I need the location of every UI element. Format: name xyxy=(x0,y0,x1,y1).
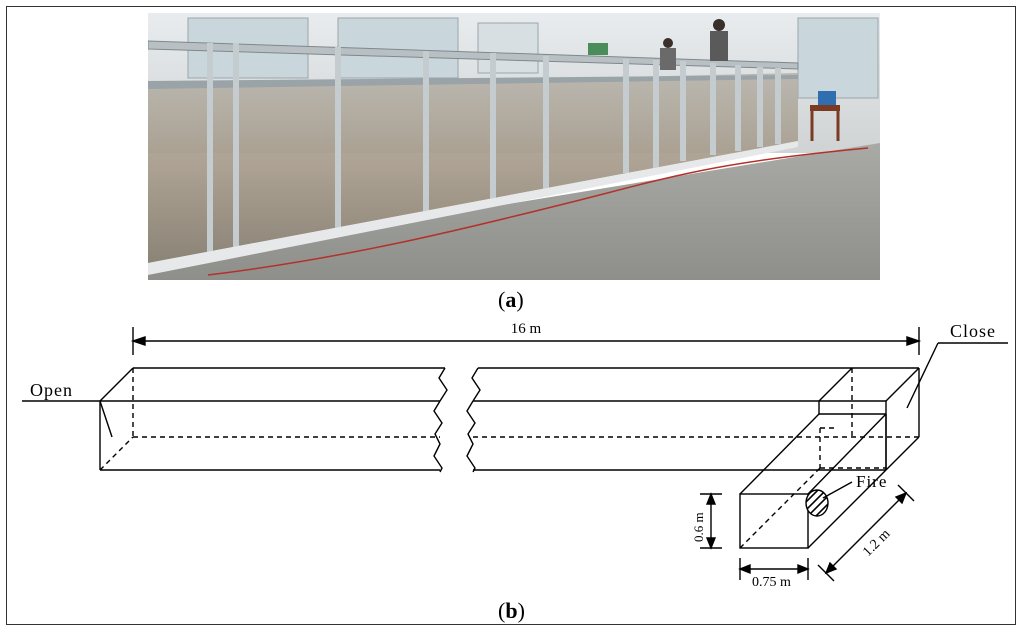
person xyxy=(660,38,676,70)
person xyxy=(710,19,728,61)
fire-chamber xyxy=(739,413,887,549)
close-label: Close xyxy=(950,321,996,341)
window xyxy=(477,22,539,74)
open-leader-pointer xyxy=(99,400,113,438)
open-label: Open xyxy=(30,380,73,400)
panel-a-caption: (a) xyxy=(498,287,524,312)
panel-b-letter: b xyxy=(505,598,518,623)
tunnel-right-segment xyxy=(466,367,920,473)
bottom-seal xyxy=(148,141,798,275)
fire-label: Fire xyxy=(856,472,887,491)
upper-frame xyxy=(148,75,798,89)
fire-source xyxy=(805,489,829,517)
panel-a-letter: a xyxy=(505,287,517,312)
frame-posts xyxy=(207,43,781,253)
floor xyxy=(148,143,880,280)
width-label: 0.75 m xyxy=(752,575,791,590)
arrow-left xyxy=(130,336,146,346)
panel-b-caption: (b) xyxy=(498,598,525,623)
tunnel-left-segment xyxy=(99,367,448,473)
tunnel-photo-illustration xyxy=(148,13,880,280)
close-leader-pointer xyxy=(906,342,939,409)
depth-dimension-line xyxy=(825,492,907,574)
laptop-table xyxy=(810,91,840,141)
top-rail xyxy=(148,40,799,70)
arrow-right xyxy=(906,336,922,346)
height-label: 0.6 m xyxy=(691,512,706,542)
cable xyxy=(207,147,869,276)
depth-label: 1.2 m xyxy=(860,527,893,560)
tunnel-glass-body xyxy=(148,73,798,263)
exit-sign xyxy=(588,43,608,55)
window xyxy=(797,17,879,99)
length-label: 16 m xyxy=(511,321,542,337)
figure-frame xyxy=(6,6,1016,625)
tunnel-photograph xyxy=(148,13,880,280)
fire-leader-line xyxy=(822,481,853,499)
